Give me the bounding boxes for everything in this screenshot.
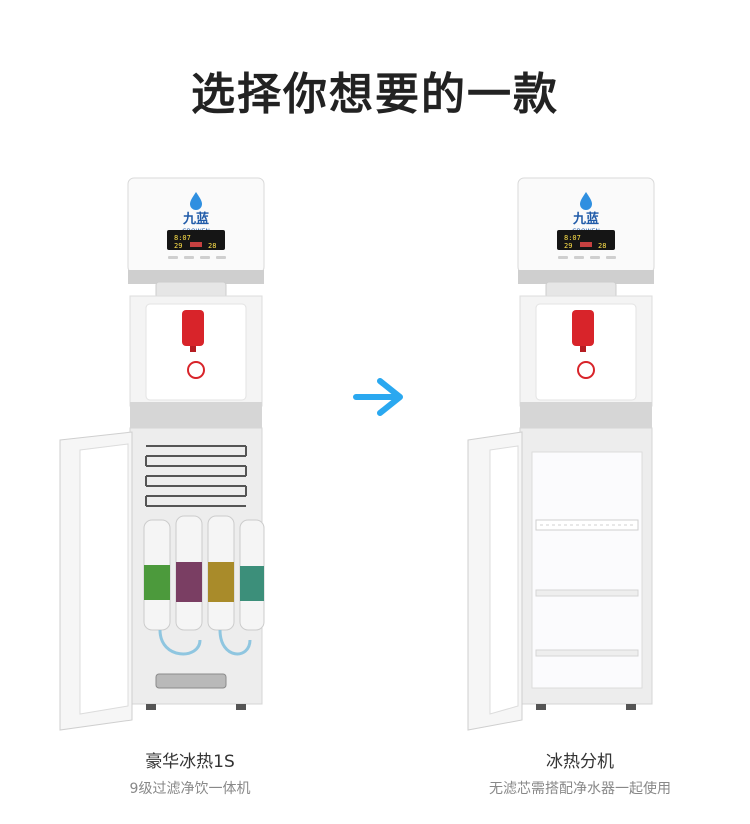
product-description: 9级过滤净饮一体机 (129, 781, 251, 797)
hot-water-tap (572, 310, 594, 346)
hot-water-tap (182, 310, 204, 346)
product-caption-split-unit: 冰热分机 无滤芯需搭配净水器一起使用 (430, 750, 730, 800)
control-display: 8:07 29 28 (167, 230, 225, 250)
display-time: 8:07 (174, 234, 191, 242)
display-left-temp: 29 (564, 242, 572, 250)
display-left-temp: 29 (174, 242, 182, 250)
storage-cabinet (531, 451, 643, 689)
page-title: 选择你想要的一款 (191, 69, 559, 120)
open-door (59, 431, 133, 731)
product-description: 无滤芯需搭配净水器一起使用 (489, 781, 671, 797)
product-image-1s: 九蓝 GROWEN 8:07 29 28 (50, 170, 280, 740)
filter-cartridges (143, 515, 265, 631)
product-image-split-unit: 九蓝 GROWEN 8:07 29 28 (460, 170, 690, 740)
cabinet-shelves (535, 519, 639, 657)
product-caption-1s: 豪华冰热1S 9级过滤净饮一体机 (40, 750, 340, 800)
open-door (467, 431, 523, 731)
product-name: 豪华冰热1S (145, 752, 235, 772)
control-buttons (168, 256, 226, 259)
hot-warning-badge (577, 361, 595, 379)
display-right-temp: 28 (598, 242, 606, 250)
pump (155, 673, 227, 689)
control-display: 8:07 29 28 (557, 230, 615, 250)
display-time: 8:07 (564, 234, 581, 242)
hot-warning-badge (187, 361, 205, 379)
brand-name: 九蓝 (572, 211, 599, 227)
condenser-coil (145, 445, 247, 507)
control-buttons (558, 256, 616, 259)
brand-name: 九蓝 (182, 211, 209, 227)
display-right-temp: 28 (208, 242, 216, 250)
product-name: 冰热分机 (546, 752, 614, 772)
arrow-right-icon (350, 375, 410, 419)
